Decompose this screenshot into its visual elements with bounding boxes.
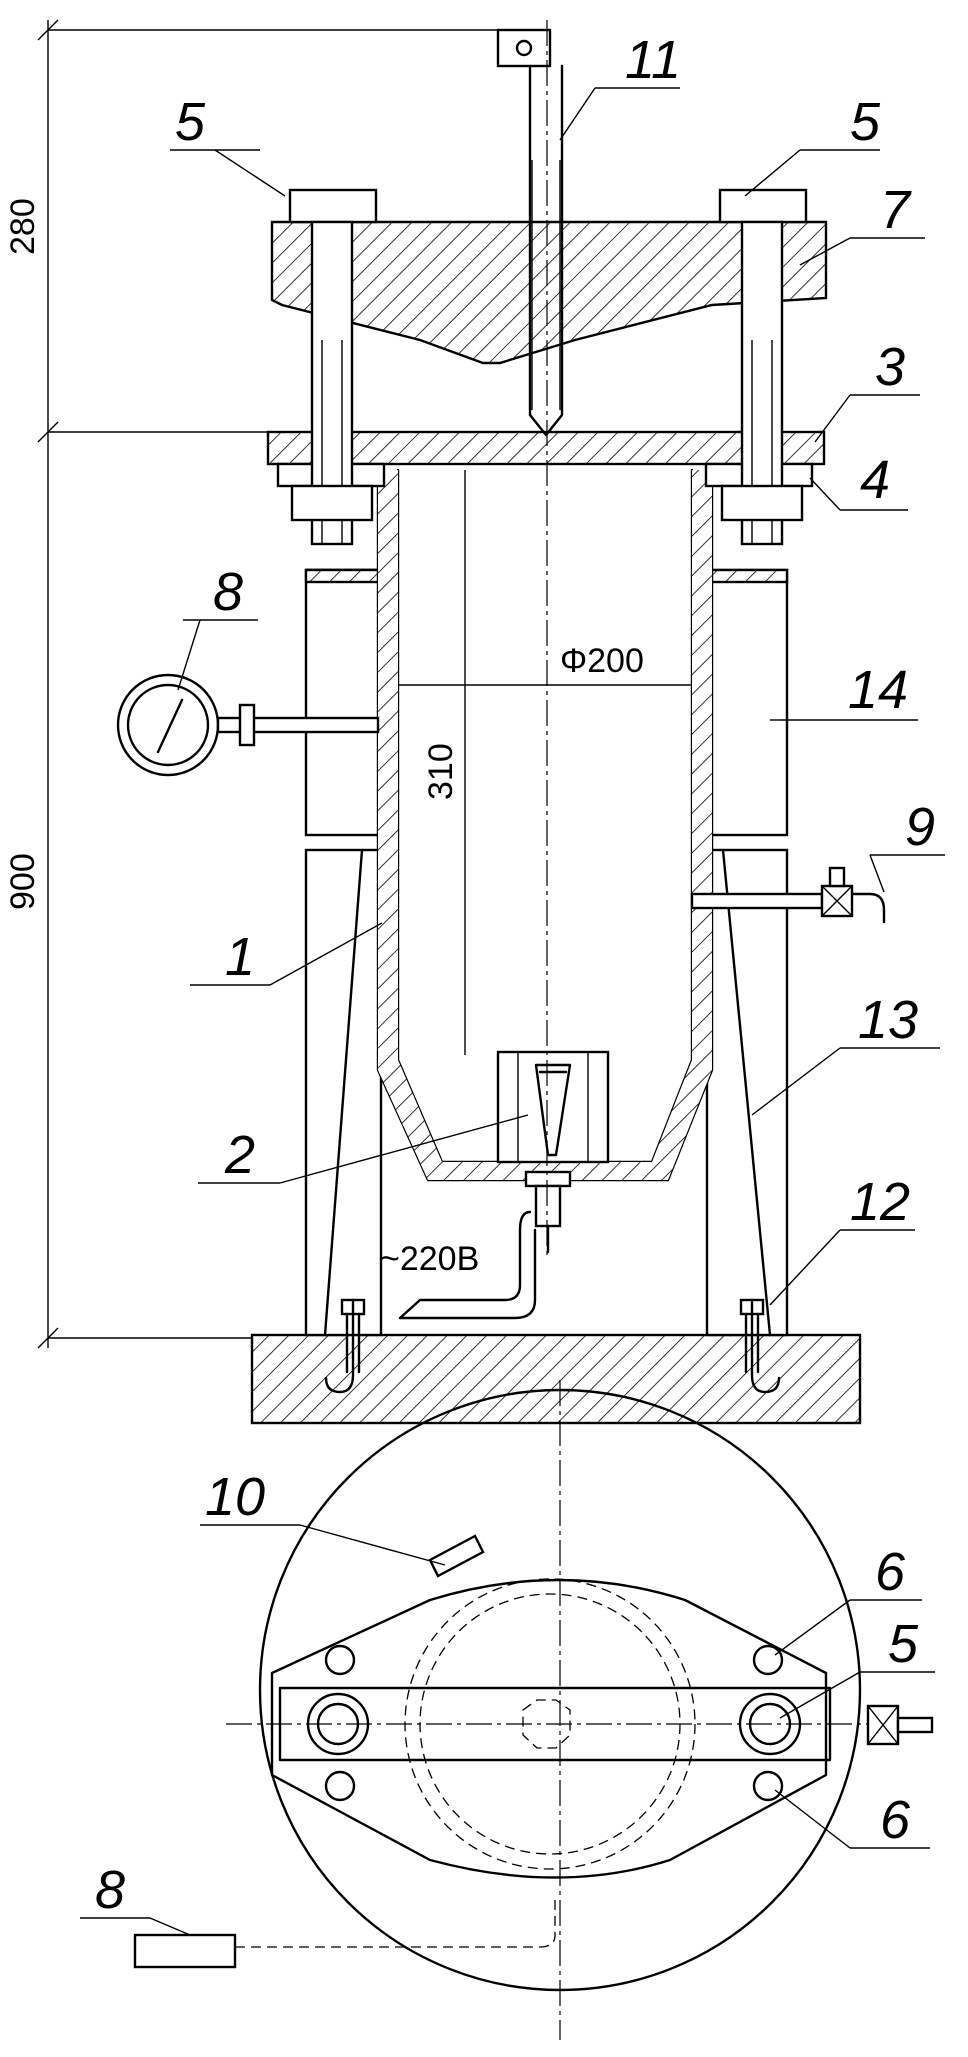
plan-gauge	[133, 1900, 556, 1969]
label-5-plan: 5	[888, 1614, 919, 1674]
plan-bolt-left	[306, 1692, 370, 1756]
plan-bolt-right	[738, 1692, 802, 1756]
plan-screw-hidden	[522, 1699, 571, 1749]
leader-lines	[80, 87, 945, 1936]
label-5-right: 5	[850, 92, 881, 152]
supply-voltage-label: ~220В	[380, 1240, 479, 1278]
label-4: 4	[860, 450, 890, 510]
frame-right	[705, 568, 789, 1337]
heater-element	[496, 1050, 610, 1254]
label-13: 13	[858, 990, 918, 1050]
label-9: 9	[905, 797, 935, 857]
dimension-900: 900	[4, 853, 42, 910]
press-screw	[496, 28, 564, 437]
bolt-left	[288, 188, 378, 546]
drain-valve	[690, 866, 886, 924]
base-plate	[250, 1333, 862, 1425]
dimension-280: 280	[4, 198, 42, 255]
label-10: 10	[205, 1467, 265, 1527]
label-12: 12	[850, 1172, 910, 1232]
label-5-left: 5	[175, 92, 206, 152]
label-6-upper: 6	[875, 1542, 906, 1602]
plan-hidden-vessel	[404, 1578, 696, 1870]
label-11: 11	[625, 30, 681, 90]
power-cable	[398, 1210, 537, 1320]
label-6-lower: 6	[880, 1790, 911, 1850]
label-8-elevation: 8	[213, 562, 243, 622]
anchor-bolt-left	[324, 1298, 366, 1394]
plan-clamp-outline	[270, 1578, 828, 1879]
label-7: 7	[880, 180, 912, 240]
inner-dimensions	[398, 470, 692, 1055]
lid-plate	[266, 430, 826, 466]
label-14: 14	[848, 660, 908, 720]
depth-dimension: 310	[422, 743, 460, 800]
pressure-gauge	[116, 673, 380, 777]
bolt-right	[718, 188, 808, 546]
diameter-dimension: Φ200	[560, 642, 644, 680]
anchor-bolt-right	[739, 1298, 781, 1394]
plan-small-holes	[324, 1644, 784, 1802]
plan-press-bar	[278, 1686, 832, 1762]
frame-left	[304, 568, 383, 1337]
label-3: 3	[875, 337, 905, 397]
plan-hidden-vessel-inner	[419, 1593, 681, 1855]
label-8-plan: 8	[95, 1860, 125, 1920]
plan-handle	[428, 1534, 485, 1578]
plan-valve	[866, 1704, 934, 1746]
label-1: 1	[225, 927, 255, 987]
clamping-bar	[270, 220, 828, 365]
label-2: 2	[224, 1125, 255, 1185]
